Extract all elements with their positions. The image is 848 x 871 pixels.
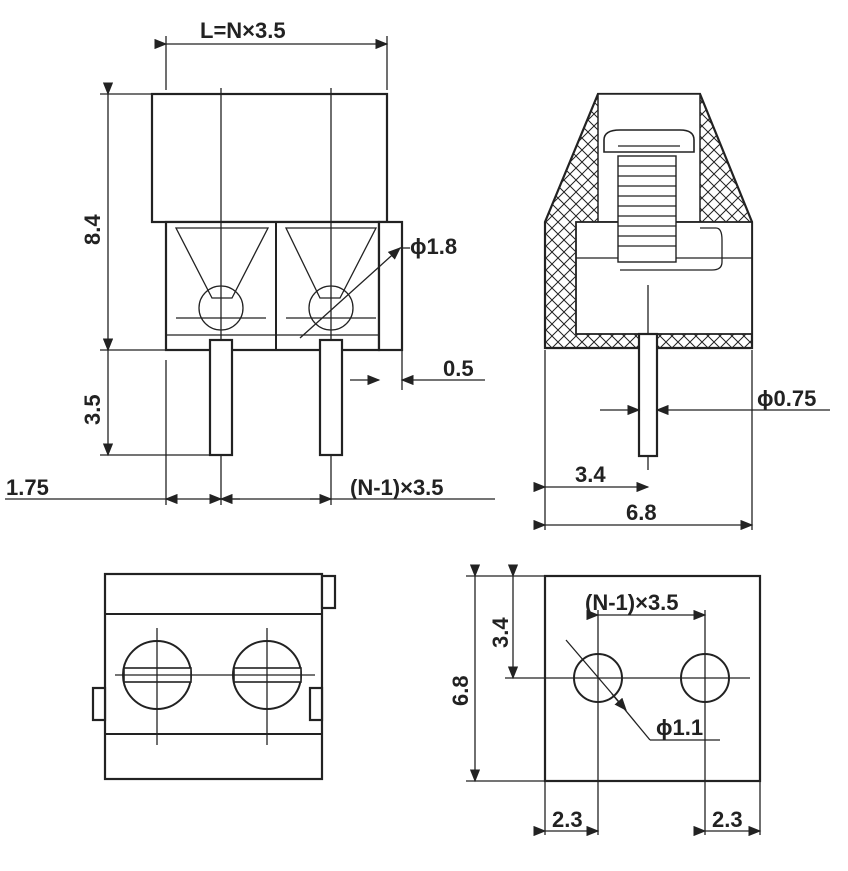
screw-head — [603, 129, 695, 153]
footprint-pitch-label: (N-1)×3.5 — [585, 590, 679, 615]
wire-entry-2 — [284, 227, 378, 299]
front-body-top — [150, 92, 389, 224]
offset-label: 0.5 — [443, 356, 474, 381]
length-label: L=N×3.5 — [200, 18, 286, 43]
front-side-tab — [377, 220, 404, 352]
side-width-label: 6.8 — [626, 500, 657, 525]
edge-label: 1.75 — [6, 475, 49, 500]
pin-1 — [208, 338, 234, 457]
front-body-lower — [164, 220, 381, 352]
pin-2 — [318, 338, 344, 457]
hole-dia-label: ϕ1.8 — [410, 234, 457, 259]
screw-thread — [617, 155, 677, 263]
footprint-right-margin-label: 2.3 — [712, 807, 743, 832]
pitch-label: (N-1)×3.5 — [350, 475, 444, 500]
front-view: ϕ1.8 L=N×3.5 8.4 3.5 0.5 1.75 (N-1)×3.5 — [5, 18, 495, 505]
side-pin — [637, 332, 659, 458]
footprint-drill-label: ϕ1.1 — [656, 715, 703, 740]
pin-length-label: 3.5 — [80, 394, 105, 425]
top-tab — [320, 574, 337, 610]
height-label: 8.4 — [80, 214, 105, 245]
pin-dia-label: ϕ0.75 — [757, 386, 816, 411]
pcb-footprint: (N-1)×3.5 3.4 6.8 ϕ1.1 2.3 2.3 — [448, 564, 762, 837]
footprint-row-offset-label: 3.4 — [488, 617, 513, 648]
footprint-left-margin-label: 2.3 — [552, 807, 583, 832]
side-view: ϕ0.75 3.4 6.8 — [533, 92, 830, 531]
top-view — [91, 572, 337, 781]
side-half-width-label: 3.4 — [575, 462, 606, 487]
wire-entry-1 — [174, 227, 270, 299]
footprint-depth-label: 6.8 — [448, 675, 473, 706]
